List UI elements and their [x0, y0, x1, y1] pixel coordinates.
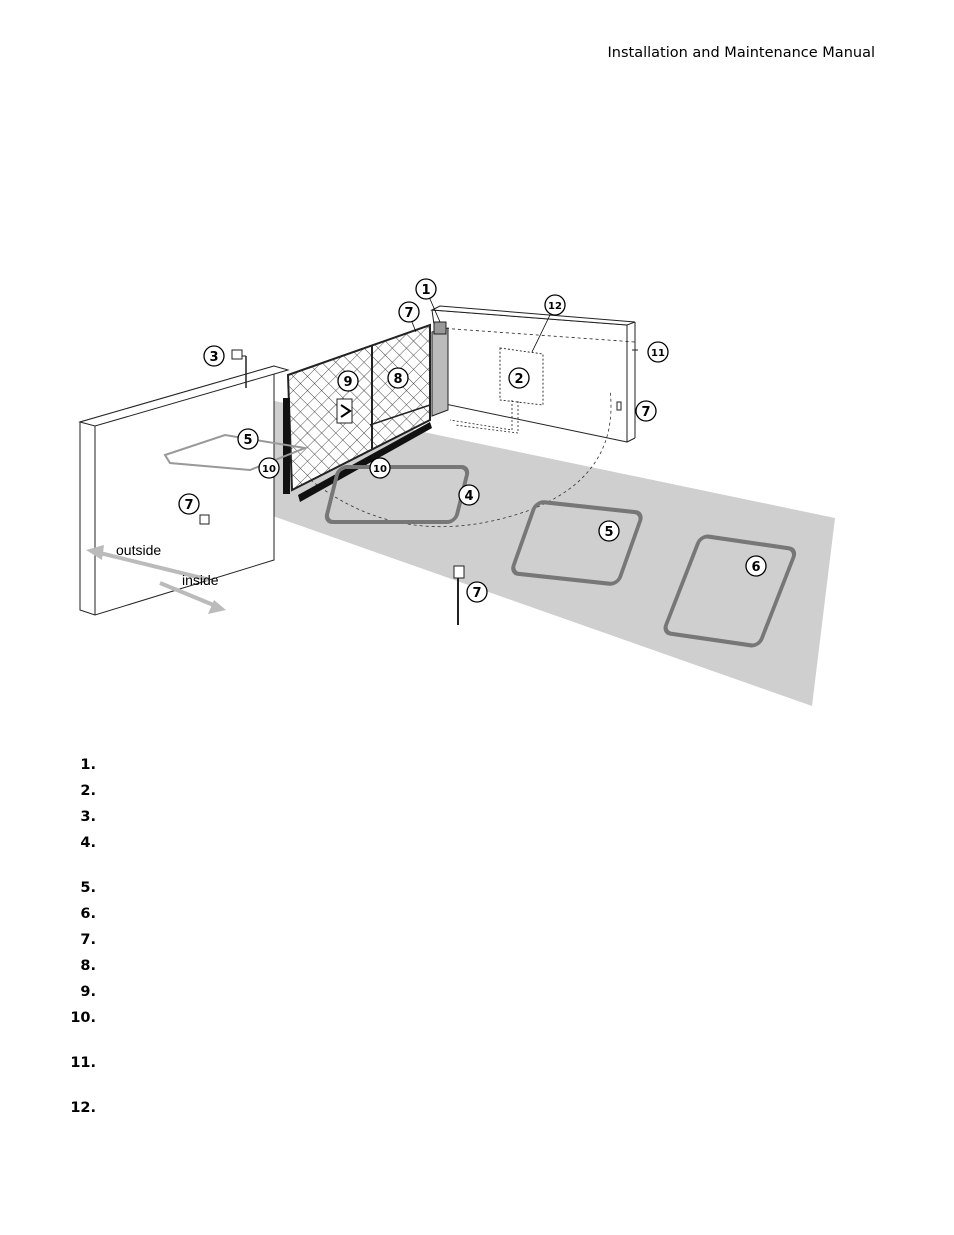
callout-5b: 5	[604, 525, 613, 540]
key-switch	[231, 349, 243, 360]
outside-arrow	[86, 545, 211, 582]
photocell-wall	[616, 401, 622, 411]
loop-5-right	[511, 500, 643, 586]
legend-item: 2.	[60, 783, 860, 809]
callout-6: 6	[751, 560, 760, 575]
outside-label: outside	[116, 542, 161, 558]
left-wall	[79, 365, 275, 616]
callout-7b: 7	[641, 405, 650, 420]
gate-installation-diagram: outside inside 1 2 3 4 5 5 6 7	[60, 270, 850, 720]
legend-number: 1.	[80, 757, 96, 773]
legend-item: 11.	[60, 1055, 860, 1100]
legend-item: 10.	[60, 1010, 860, 1055]
gate-operator	[431, 327, 449, 417]
inside-arrow	[159, 581, 226, 614]
callout-11: 11	[651, 348, 665, 359]
legend-item: 12.	[60, 1100, 860, 1126]
callout-1: 1	[421, 283, 430, 298]
legend-item: 3.	[60, 809, 860, 835]
callout-12: 12	[548, 301, 562, 312]
legend-number: 9.	[80, 984, 96, 1000]
legend-number: 5.	[80, 880, 96, 896]
gate-leaf	[286, 323, 431, 492]
loop-6	[663, 534, 797, 648]
legend-number: 3.	[80, 809, 96, 825]
legend-number: 10.	[70, 1010, 96, 1026]
legend-item: 5.	[60, 880, 860, 906]
legend-number: 12.	[70, 1100, 96, 1116]
callout-10b: 10	[373, 464, 387, 475]
legend-number: 8.	[80, 958, 96, 974]
legend-number: 4.	[80, 835, 96, 851]
loop-5-left	[163, 433, 309, 472]
legend-number: 11.	[70, 1055, 96, 1071]
callout-7c: 7	[184, 498, 193, 513]
legend-number: 7.	[80, 932, 96, 948]
callout-8: 8	[393, 372, 402, 387]
photocell-left	[199, 514, 210, 525]
legend-item: 8.	[60, 958, 860, 984]
callout-10a: 10	[262, 464, 276, 475]
callout-2: 2	[514, 372, 523, 387]
legend-item: 7.	[60, 932, 860, 958]
callout-5a: 5	[243, 433, 252, 448]
callout-7a: 7	[404, 306, 413, 321]
legend-list: 1. 2. 3. 4. 5. 6. 7. 8. 9. 10. 11. 12.	[60, 757, 860, 1126]
legend-item: 4.	[60, 835, 860, 880]
legend-number: 2.	[80, 783, 96, 799]
legend-number: 6.	[80, 906, 96, 922]
header-title: Installation and Maintenance Manual	[607, 45, 876, 61]
callout-3: 3	[209, 350, 218, 365]
legend-item: 1.	[60, 757, 860, 783]
legend-item: 9.	[60, 984, 860, 1010]
inside-label: inside	[182, 572, 219, 588]
callout-9: 9	[343, 375, 352, 390]
legend-item: 6.	[60, 906, 860, 932]
callouts: 1 2 3 4 5 5 6 7 7 7 7 8	[178, 278, 767, 603]
photocell-post	[453, 565, 465, 579]
callout-4: 4	[464, 489, 473, 504]
callout-7d: 7	[472, 586, 481, 601]
